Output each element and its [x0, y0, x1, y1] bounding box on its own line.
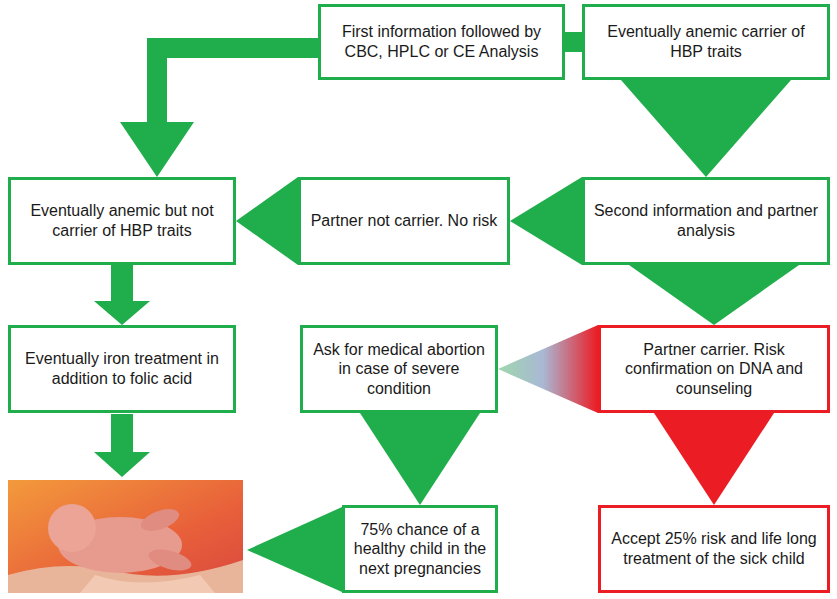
- flow-arrow: [654, 413, 774, 505]
- box-text: Accept 25% risk and life long treatment …: [609, 529, 819, 568]
- box-text: 75% chance of a healthy child in the nex…: [353, 520, 487, 579]
- flow-arrow: [629, 265, 799, 325]
- flow-arrow: [247, 507, 342, 592]
- flow-arrow: [94, 414, 150, 477]
- flow-arrow: [510, 177, 582, 265]
- flow-arrow: [94, 265, 150, 325]
- flow-arrow: [360, 413, 480, 505]
- process-box: First information followed by CBC, HPLC …: [318, 4, 565, 80]
- process-box: Accept 25% risk and life long treatment …: [598, 505, 830, 593]
- baby-photo: [8, 480, 243, 593]
- box-text: Partner not carrier. No risk: [311, 211, 498, 231]
- flow-arrow: [621, 80, 791, 177]
- box-text: Ask for medical abortion in case of seve…: [311, 340, 487, 399]
- flow-arrow: [236, 177, 298, 265]
- process-box: Ask for medical abortion in case of seve…: [300, 325, 498, 413]
- box-text: Second information and partner analysis: [593, 201, 819, 240]
- process-box: 75% chance of a healthy child in the nex…: [342, 505, 498, 593]
- process-box: Second information and partner analysis: [582, 177, 830, 265]
- process-box: Eventually anemic but not carrier of HBP…: [8, 177, 236, 265]
- process-box: Eventually iron treatment in addition to…: [8, 325, 236, 413]
- box-text: Partner carrier. Risk confirmation on DN…: [609, 340, 819, 399]
- flow-arrow: [120, 38, 318, 177]
- process-box: Partner not carrier. No risk: [298, 177, 510, 265]
- box-text: Eventually anemic but not carrier of HBP…: [19, 201, 225, 240]
- box-text: First information followed by CBC, HPLC …: [329, 22, 554, 61]
- flow-arrow: [498, 325, 598, 413]
- box-text: Eventually anemic carrier of HBP traits: [593, 22, 819, 61]
- process-box: Partner carrier. Risk confirmation on DN…: [598, 325, 830, 413]
- process-box: Eventually anemic carrier of HBP traits: [582, 4, 830, 80]
- flow-arrow: [565, 32, 582, 52]
- box-text: Eventually iron treatment in addition to…: [19, 349, 225, 388]
